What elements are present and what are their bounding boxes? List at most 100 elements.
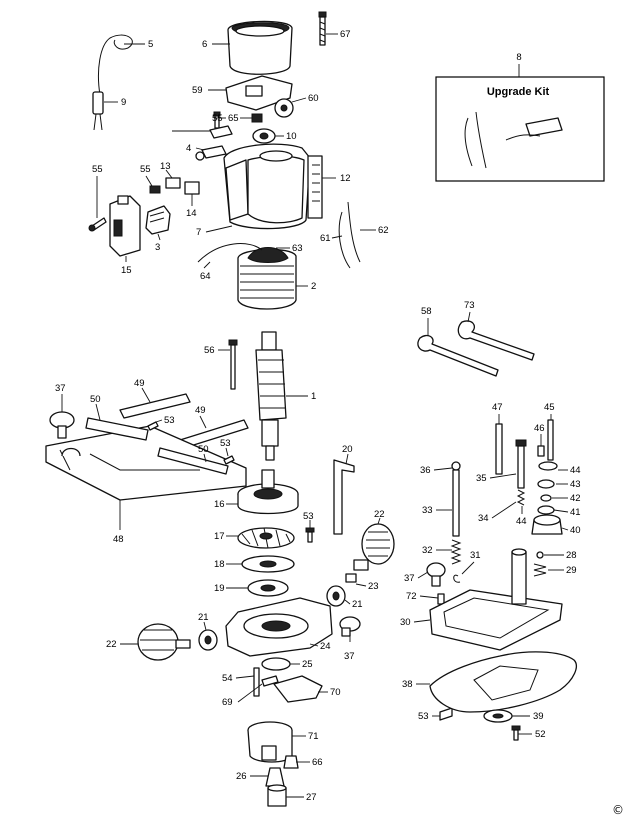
upgrade-kit-number: 8 [516, 52, 521, 63]
callout-42: 42 [570, 493, 581, 504]
armature-1-part [255, 331, 287, 461]
plate-59-part [225, 75, 293, 111]
callout-41: 41 [570, 507, 581, 518]
callout-36: 36 [420, 465, 431, 476]
callout-31: 31 [470, 550, 481, 561]
base-plate-38-part [429, 651, 577, 713]
callout-50-lower: 50 [198, 444, 209, 455]
callout-37-right: 37 [404, 573, 415, 584]
depth-screw-35-part [515, 439, 527, 506]
washer-18-part [241, 555, 295, 573]
callout-66: 66 [312, 757, 323, 768]
callout-33: 33 [422, 505, 433, 516]
edge-guide-48-part [45, 417, 247, 501]
spring-23-part [345, 573, 357, 583]
knob-22-upper [353, 523, 395, 571]
copyright-mark: © [612, 803, 624, 817]
callout-17: 17 [214, 531, 225, 542]
collet-parts-lower [253, 657, 323, 703]
callout-49-upper: 49 [134, 378, 145, 389]
upgrade-kit-box: 8 Upgrade Kit [435, 52, 605, 182]
depth-rod-33-part [450, 461, 462, 565]
wires-61-62-part [338, 201, 361, 269]
hex-key-20-part [333, 459, 355, 535]
callout-73: 73 [464, 300, 475, 311]
screw-67-part [318, 11, 327, 46]
screw-56-part [228, 339, 238, 390]
callout-60: 60 [308, 93, 319, 104]
motor-housing-part [223, 143, 323, 230]
callout-46: 46 [534, 423, 545, 434]
upgrade-kit-title: Upgrade Kit [487, 86, 550, 98]
callout-19: 19 [214, 583, 225, 594]
callout-44-lower: 44 [516, 516, 527, 527]
callout-26: 26 [236, 771, 247, 782]
callout-3: 3 [155, 242, 160, 253]
bushing-21-right [326, 585, 346, 607]
callout-55-left: 55 [92, 164, 103, 175]
guide-rod-49-upper [119, 393, 191, 419]
callout-71: 71 [308, 731, 319, 742]
spring-29-part [533, 551, 547, 577]
callout-layer: 5 6 67 9 59 55 60 65 10 4 55 55 [55, 29, 581, 803]
turret-stop-parts [495, 419, 563, 535]
callout-58: 58 [421, 306, 432, 317]
callout-34: 34 [478, 513, 489, 524]
bearing-10-part [252, 128, 276, 144]
callout-54: 54 [222, 673, 233, 684]
callout-16: 16 [214, 499, 225, 510]
callout-14: 14 [186, 208, 197, 219]
callout-18: 18 [214, 559, 225, 570]
callout-43: 43 [570, 479, 581, 490]
callout-27: 27 [306, 792, 317, 803]
callout-44-upper: 44 [570, 465, 581, 476]
switch-15-part [109, 195, 141, 257]
wrench-73-part [457, 320, 535, 361]
upgrade-kit-wires-illustration [464, 111, 563, 169]
callout-37-left: 37 [55, 383, 66, 394]
callout-15: 15 [121, 265, 132, 276]
clip-31-knob-37-parts [426, 562, 461, 605]
callout-53-left: 53 [164, 415, 175, 426]
callout-53-lower: 53 [418, 711, 429, 722]
callout-50-upper: 50 [90, 394, 101, 405]
callout-59: 59 [192, 85, 203, 96]
callout-4: 4 [186, 143, 191, 154]
callout-5: 5 [148, 39, 153, 50]
callout-22-upper: 22 [374, 509, 385, 520]
callout-6: 6 [202, 39, 207, 50]
callout-21-left: 21 [198, 612, 209, 623]
callout-35: 35 [476, 473, 487, 484]
callout-53-center: 53 [303, 511, 314, 522]
callout-52: 52 [535, 729, 546, 740]
callout-21-right: 21 [352, 599, 363, 610]
callout-47: 47 [492, 402, 503, 413]
callout-9: 9 [121, 97, 126, 108]
screw-55-left [88, 217, 107, 232]
small-screws-53 [147, 421, 521, 741]
callout-55-top: 55 [212, 113, 223, 124]
field-coil-2-part [197, 243, 297, 310]
switch-knob-3-part [145, 205, 171, 235]
callout-32: 32 [422, 545, 433, 556]
knob-37-middle [339, 616, 361, 637]
callout-63: 63 [292, 243, 303, 254]
router-base-30-part [429, 548, 563, 651]
top-cap-part [227, 20, 293, 75]
knob-22-lower [137, 623, 191, 661]
callout-64: 64 [200, 271, 211, 282]
callout-29: 29 [566, 565, 577, 576]
collet-26-27-66-parts [265, 755, 299, 807]
bushing-21-left [198, 629, 218, 651]
callout-65: 65 [228, 113, 239, 124]
callout-67: 67 [340, 29, 351, 40]
callout-22-lower: 22 [106, 639, 117, 650]
callout-53-middle: 53 [220, 438, 231, 449]
callout-70: 70 [330, 687, 341, 698]
power-cord-part [92, 34, 133, 131]
callout-55-middle: 55 [140, 164, 151, 175]
base-housing-24-part [225, 597, 333, 657]
callout-45: 45 [544, 402, 555, 413]
callout-2: 2 [311, 281, 316, 292]
